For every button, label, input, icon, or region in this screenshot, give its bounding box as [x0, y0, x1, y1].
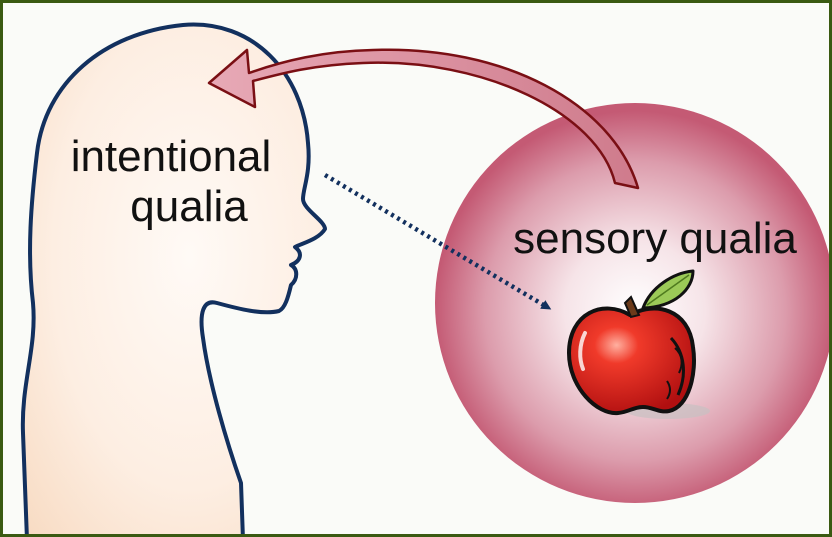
- head-silhouette: [23, 25, 325, 537]
- qualia-diagram: intentional qualia sensory qualia: [3, 3, 832, 537]
- intentional-qualia-label-line2: qualia: [130, 182, 248, 231]
- sensory-qualia-label: sensory qualia: [513, 214, 797, 263]
- intentional-qualia-label-line1: intentional: [71, 132, 272, 181]
